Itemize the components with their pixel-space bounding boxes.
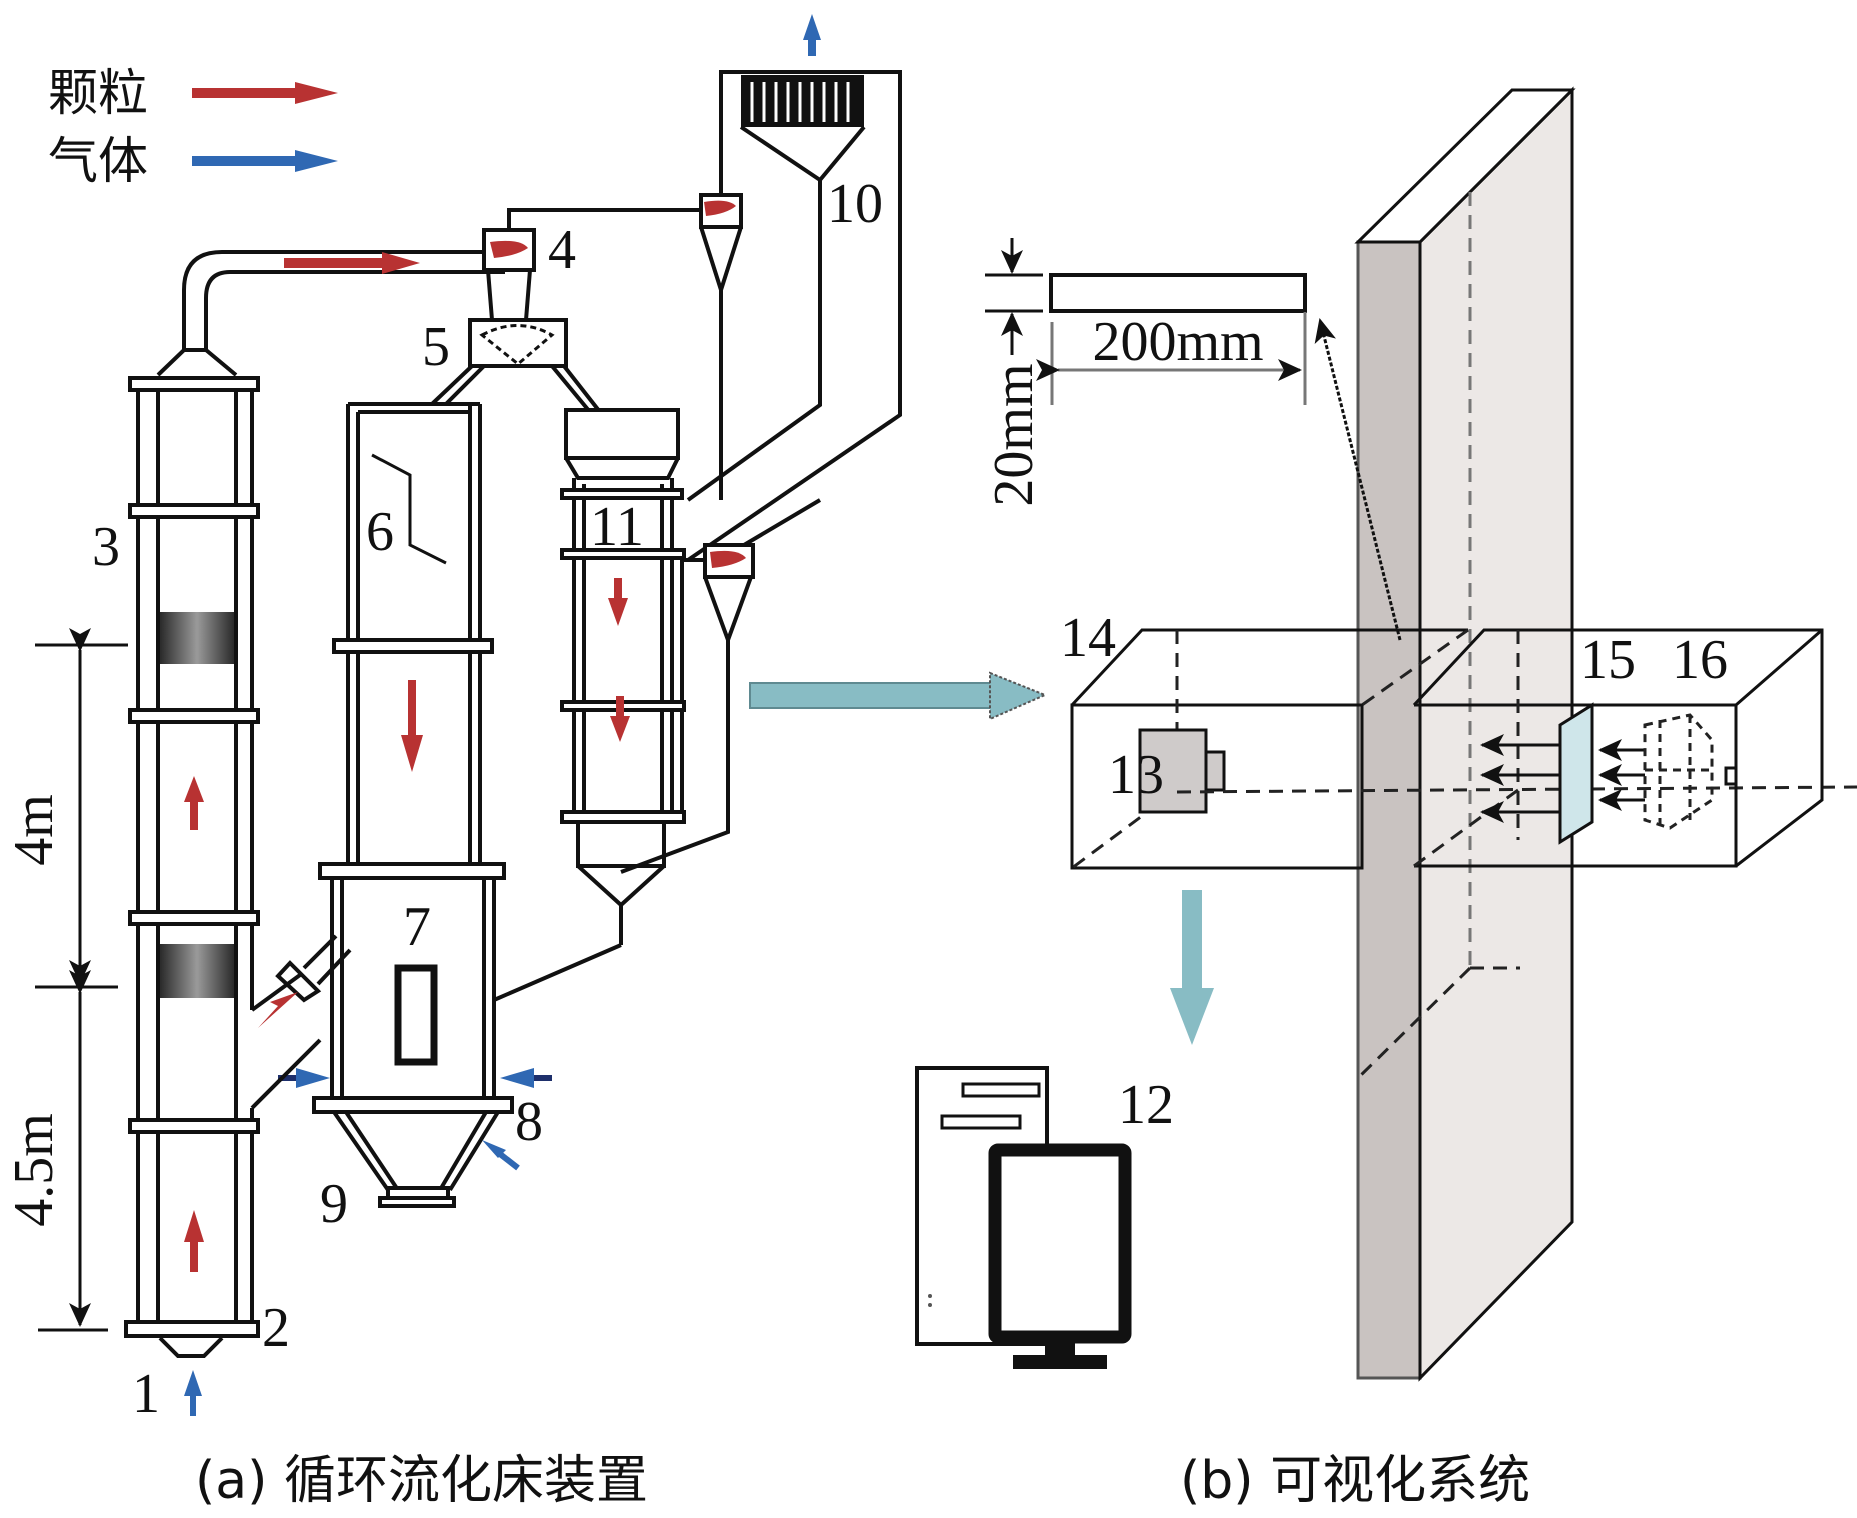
flange xyxy=(128,708,260,724)
downcomer-column xyxy=(318,402,506,880)
computer-12-icon xyxy=(915,1066,1132,1369)
label-16: 16 xyxy=(1672,629,1728,691)
flange xyxy=(128,376,260,392)
diffuser-plate-15 xyxy=(1558,702,1594,845)
label-14: 14 xyxy=(1060,607,1116,669)
secondary-cyclone xyxy=(699,193,743,500)
gas-inlet-diagonal-arrow-icon xyxy=(482,1140,520,1171)
dimension-4m-label: 4m xyxy=(3,794,65,866)
particle-up-arrow-icon xyxy=(184,776,204,830)
particle-down-arrow-icon xyxy=(401,680,423,772)
riser-wall xyxy=(1354,86,1576,1382)
dimension-20mm-label: 20mm xyxy=(983,363,1045,506)
legend: 颗粒 气体 xyxy=(48,64,338,190)
particle-down-arrow-icon xyxy=(608,578,628,626)
return-leg xyxy=(250,934,352,1110)
light-enclosure xyxy=(1412,628,1824,868)
swirl-icon xyxy=(710,550,746,568)
window-dimension-inset: 200mm 20mm xyxy=(983,238,1402,641)
window-outline xyxy=(1049,273,1307,313)
dimension-4-5m-label: 4.5m xyxy=(3,1113,65,1227)
particle-down-arrow-icon xyxy=(610,696,630,742)
camera-enclosure xyxy=(1070,628,1857,870)
label-10: 10 xyxy=(827,173,883,235)
label-3: 3 xyxy=(92,516,120,578)
particle-return-arrow-icon xyxy=(258,992,298,1028)
flange xyxy=(128,910,260,926)
particle-bed-window xyxy=(160,944,234,998)
flow-arrow-to-computer-icon xyxy=(1170,890,1214,1045)
gas-inlet-right-arrow-icon xyxy=(278,1068,330,1088)
flange xyxy=(128,503,260,519)
label-15: 15 xyxy=(1580,629,1636,691)
particle-up-arrow-icon xyxy=(184,1210,204,1272)
label-13: 13 xyxy=(1108,744,1164,806)
gas-inlet-left-arrow-icon xyxy=(500,1068,552,1088)
panel-b-caption: (b) 可视化系统 xyxy=(1180,1451,1530,1511)
panel-a-cfb-apparatus: 4m 4.5m xyxy=(3,14,902,1511)
dimension-200mm-label: 200mm xyxy=(1092,311,1263,373)
label-9: 9 xyxy=(320,1173,348,1235)
label-12: 12 xyxy=(1118,1074,1174,1136)
flange xyxy=(124,1320,260,1338)
primary-cyclone xyxy=(482,208,705,321)
riser-column xyxy=(124,250,505,1416)
camera-lens xyxy=(1204,750,1226,792)
monitor xyxy=(988,1143,1132,1344)
legend-gas-arrow-icon xyxy=(192,150,338,172)
panel-b-visualization-system: 200mm 20mm 12 13 14 15 16 (b) 可视化系统 xyxy=(915,86,1857,1511)
flow-arrow-to-visualization-icon xyxy=(749,671,1048,721)
loop-seal xyxy=(430,318,602,414)
label-6: 6 xyxy=(366,501,394,563)
legend-particles-label: 颗粒 xyxy=(48,64,148,122)
particle-bed-window xyxy=(160,612,234,664)
light-source-16-icon xyxy=(1643,713,1714,830)
sight-window xyxy=(394,964,438,1066)
swirl-icon xyxy=(704,200,736,216)
legend-particles-arrow-icon xyxy=(192,82,338,104)
bag-filter xyxy=(686,14,902,562)
label-5: 5 xyxy=(422,316,450,378)
column-11 xyxy=(493,408,822,1002)
baffle xyxy=(371,453,447,565)
label-1: 1 xyxy=(132,1363,160,1425)
storage-vessel xyxy=(278,878,552,1208)
flange xyxy=(128,1118,260,1134)
label-7: 7 xyxy=(403,896,431,958)
label-8: 8 xyxy=(515,1091,543,1153)
swirl-icon xyxy=(490,240,528,258)
label-2: 2 xyxy=(262,1297,290,1359)
label-11: 11 xyxy=(590,496,644,558)
gas-exhaust-up-arrow-icon xyxy=(803,14,821,56)
panel-a-caption: (a) 循环流化床装置 xyxy=(195,1451,648,1511)
label-4: 4 xyxy=(548,219,576,281)
gas-inlet-up-arrow-icon xyxy=(184,1370,202,1416)
dimension-lines: 4m 4.5m xyxy=(3,628,128,1332)
light-rays-icon xyxy=(1480,734,1645,823)
particle-flow-right-arrow-icon xyxy=(284,252,420,274)
legend-gas-label: 气体 xyxy=(48,132,148,190)
